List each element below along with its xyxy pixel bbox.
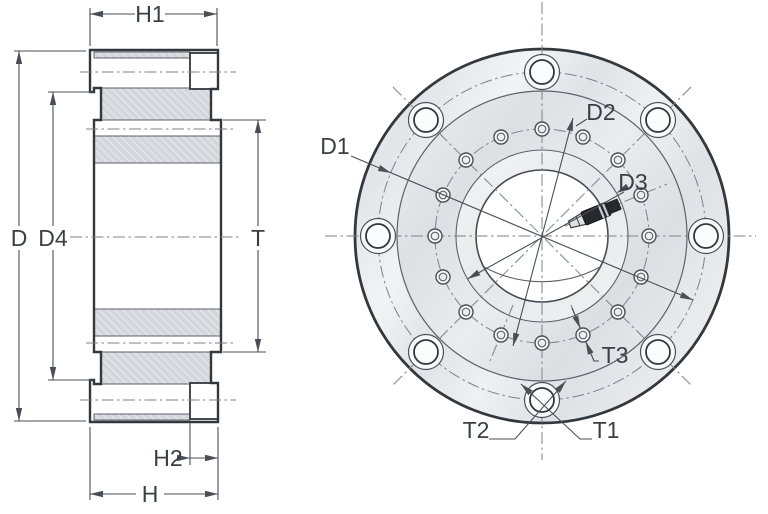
small-hole [435, 269, 451, 285]
hatch-neck-bottom [100, 351, 212, 385]
dim-h: H [89, 427, 219, 507]
connector-plug-icon [567, 198, 622, 229]
small-hole [534, 335, 550, 351]
section-centerlines [70, 71, 240, 401]
dim-label-d2: D2 [586, 99, 615, 125]
dim-t: T [223, 119, 266, 353]
outer-bolt-holes [359, 53, 725, 419]
dim-label-h: H [142, 481, 159, 507]
front-view: D1 D2 D3 T3 T2 [320, 2, 756, 460]
dim-d4: D4 [38, 91, 93, 381]
small-hole [493, 327, 509, 343]
dim-label-t: T [251, 225, 265, 251]
dim-label-t3: T3 [602, 342, 629, 368]
side-section-view: H1 D D4 T H2 [11, 1, 266, 507]
dim-t3: T3 [571, 307, 629, 368]
dim-t1: T1 [520, 383, 620, 443]
hatch-band-top [93, 135, 222, 164]
counterbore-notch-bottom [189, 382, 219, 420]
small-hole [633, 269, 649, 285]
dim-h1: H1 [89, 1, 218, 46]
small-hole [493, 129, 509, 145]
dim-label-d3: D3 [618, 169, 647, 195]
bolt-hole [639, 333, 677, 371]
dim-label-h1: H1 [135, 1, 164, 27]
dim-d: D [11, 50, 86, 422]
bolt-hole [407, 333, 445, 371]
dim-h2: H2 [153, 423, 218, 471]
dim-label-d4: D4 [38, 225, 68, 251]
dim-label-d: D [11, 225, 28, 251]
inner-holes [427, 121, 657, 351]
dim-label-h2: H2 [153, 445, 182, 471]
dim-d3: D3 [467, 169, 648, 280]
section-hatch-areas [93, 51, 222, 421]
bolt-hole [639, 101, 677, 139]
small-hole [641, 228, 657, 244]
small-hole [610, 304, 626, 320]
dim-d1: D1 [320, 133, 694, 301]
small-hole [575, 129, 591, 145]
counterbore-notch-top [189, 52, 219, 90]
small-hole [458, 152, 474, 168]
dim-label-t2: T2 [463, 417, 490, 443]
bolt-hole [359, 217, 397, 255]
small-hole [610, 152, 626, 168]
bolt-hole [687, 217, 725, 255]
small-hole [575, 327, 591, 343]
hatch-strip-top [93, 51, 191, 59]
hatch-band-bottom [93, 308, 222, 337]
hatch-neck-top [100, 87, 212, 121]
small-hole [633, 187, 649, 203]
small-hole [427, 228, 443, 244]
hatch-strip-bottom [93, 413, 191, 421]
dim-label-t1: T1 [593, 417, 620, 443]
dim-t2: T2 [463, 380, 567, 443]
bolt-hole [523, 53, 561, 91]
dim-d2: D2 [512, 99, 616, 347]
radial-22 [564, 183, 668, 227]
small-hole [458, 304, 474, 320]
bolt-hole [407, 101, 445, 139]
small-hole [534, 121, 550, 137]
bolt-hole [523, 381, 561, 419]
dim-label-d1: D1 [320, 133, 349, 159]
